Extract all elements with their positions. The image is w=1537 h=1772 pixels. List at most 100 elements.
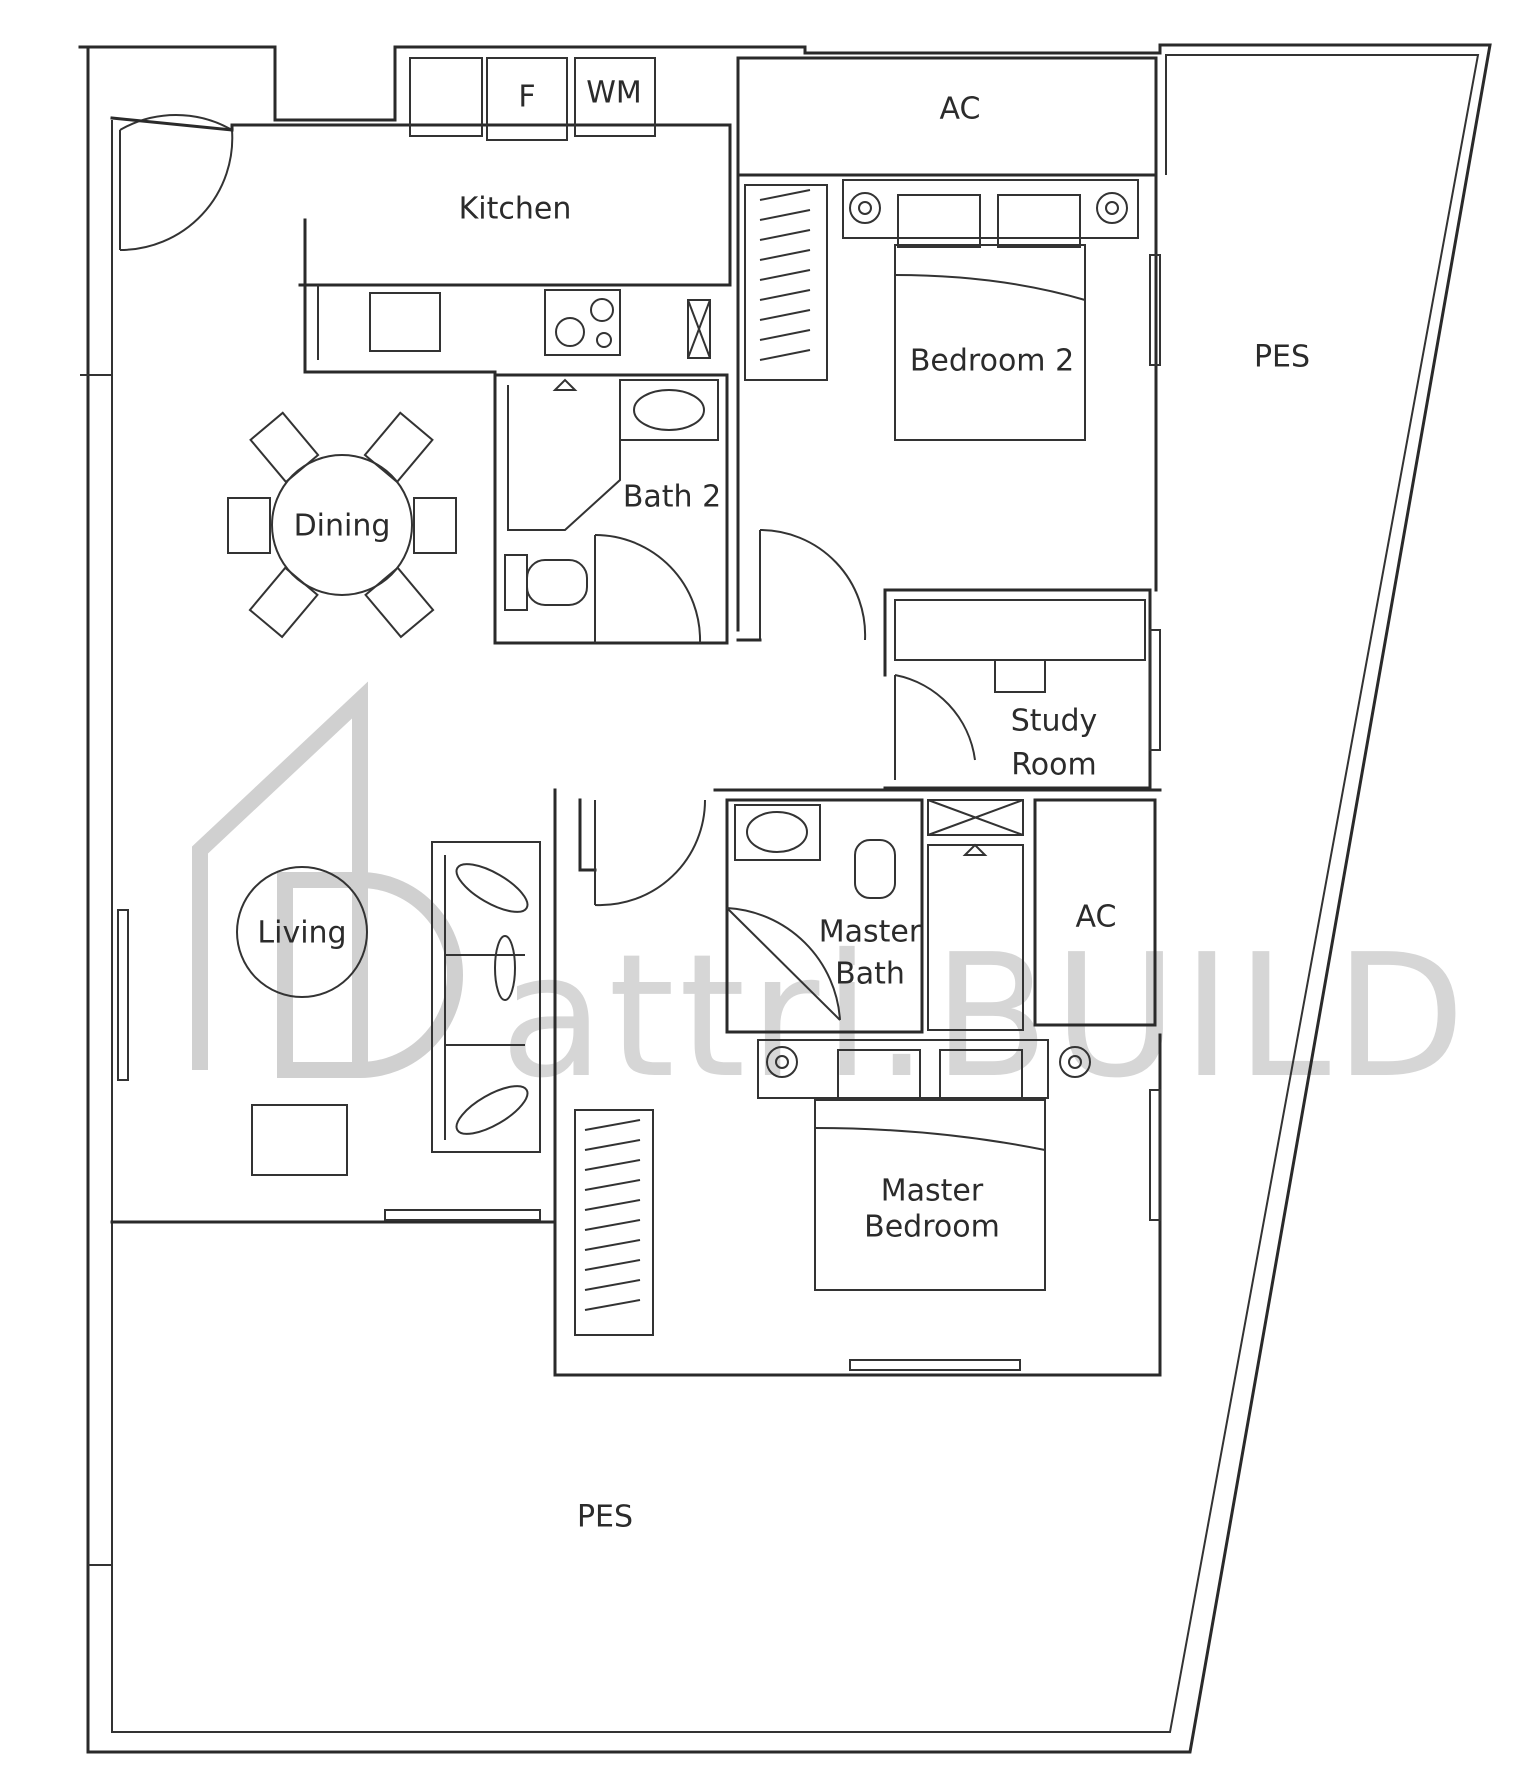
- bed-bedroom2: [894, 244, 1086, 441]
- wardrobe-master: [574, 1109, 654, 1336]
- entry-door-swing: [119, 113, 233, 131]
- kitchen-duct: [687, 299, 711, 359]
- master-basin: [734, 804, 821, 861]
- watermark-text: attri.BUILD: [500, 918, 1469, 1116]
- study-desk: [894, 599, 1146, 661]
- pillow-icon: [897, 194, 981, 248]
- basin-bowl: [633, 389, 705, 431]
- cushion-icon: [494, 935, 516, 1001]
- master-bath-label-line2: Bath: [835, 957, 905, 992]
- bedside-lamp-icon: [1059, 1046, 1091, 1078]
- duct-cross: [927, 799, 1024, 836]
- wc-cistern: [504, 554, 528, 611]
- bed-blanket-line: [894, 274, 1086, 301]
- bath2-walls: [493, 373, 729, 645]
- bedroom2-walls: [736, 173, 1158, 592]
- bed-blanket-line: [814, 1127, 1046, 1151]
- wardrobe-hangers: [759, 189, 811, 361]
- pes-right-label: PES: [1254, 340, 1310, 375]
- bed-headboard: [842, 179, 1139, 239]
- sofa: [431, 841, 541, 1153]
- pes-bottom: PES: [110, 1209, 633, 1535]
- dining-chair: [249, 411, 320, 484]
- shower-area: [507, 385, 621, 531]
- bedroom2-label: Bedroom 2: [910, 344, 1074, 379]
- bedside-lamp-icon: [1105, 201, 1119, 215]
- living-sliding-door: [384, 1209, 541, 1221]
- washing-machine-label: WM: [586, 76, 642, 111]
- bath-2: Bath 2: [493, 373, 729, 645]
- bedroom-2: Bedroom 2: [736, 173, 1158, 632]
- dining-table: [271, 454, 413, 596]
- master-bed-label-line1: Master: [881, 1174, 984, 1209]
- entry-wall: [110, 116, 234, 132]
- ac-mid-box: [1033, 798, 1157, 1027]
- master-bath-label-line1: Master: [819, 915, 922, 950]
- dining-chair: [248, 566, 319, 639]
- washing-machine-box: [574, 57, 656, 137]
- fridge-box: [486, 57, 568, 141]
- ac-ledge-top: AC: [736, 56, 1158, 177]
- wc-bowl: [526, 559, 588, 606]
- cushion-icon: [455, 863, 529, 913]
- dining-chair: [363, 411, 434, 484]
- burner-icon: [596, 332, 612, 348]
- master-bath-door-leaf: [726, 907, 841, 1021]
- bath2-label: Bath 2: [623, 480, 721, 515]
- ac-top-label: AC: [940, 92, 981, 127]
- living-label: Living: [257, 916, 346, 951]
- dining-chair: [413, 497, 457, 554]
- duct-cross: [687, 299, 711, 359]
- master-window: [849, 1359, 1021, 1371]
- pillow-icon: [997, 194, 1081, 248]
- bedside-lamp-icon: [766, 1046, 798, 1078]
- master-headboard: [757, 1039, 1049, 1099]
- bedside-lamp-icon: [1068, 1055, 1082, 1069]
- master-duct: [927, 799, 1024, 836]
- study-chair: [994, 659, 1046, 693]
- kitchen-area: F WM Kitchen: [230, 57, 732, 374]
- watermark-d-shape: [277, 872, 463, 1078]
- bedside-lamp-icon: [858, 201, 872, 215]
- cooktop: [544, 289, 621, 356]
- master-bath: Master Bath: [713, 788, 1162, 1034]
- entry-door: [110, 113, 234, 252]
- pes-bottom-label: PES: [577, 1500, 633, 1535]
- bedroom2-door-swing: [759, 528, 867, 641]
- kitchen-label: Kitchen: [459, 192, 572, 227]
- burner-icon: [590, 298, 614, 322]
- burner-icon: [555, 317, 585, 347]
- master-bed-label-line2: Bedroom: [864, 1210, 1000, 1245]
- master-door-swing: [594, 799, 707, 907]
- study-window: [1149, 629, 1161, 751]
- living-window: [117, 909, 129, 1081]
- wardrobe-hangers: [584, 1119, 641, 1311]
- bath2-door-swing: [594, 534, 702, 644]
- right-windows: [1149, 254, 1161, 1221]
- dining-label: Dining: [294, 509, 391, 544]
- master-wc: [854, 839, 896, 899]
- bedside-lamp-icon: [775, 1055, 789, 1069]
- outer-boundary: [78, 43, 1492, 1754]
- shower-head-icon: [962, 843, 988, 856]
- living-rug: [236, 866, 368, 998]
- outer-boundary-inner: [111, 54, 1480, 1733]
- dining-chair: [364, 566, 435, 639]
- bedside-lamp-icon: [1096, 192, 1128, 224]
- study-door-swing: [894, 674, 976, 761]
- bedroom2-door: [736, 528, 867, 642]
- outer-walls: [78, 43, 1492, 1754]
- dining-set: Dining: [227, 411, 457, 639]
- bath2-basin: [619, 379, 719, 441]
- study-label-line2: Room: [1011, 748, 1096, 783]
- ac-ledge-mid: AC: [1033, 798, 1157, 1027]
- master-bed: [814, 1099, 1046, 1291]
- watermark: attri.BUILD: [192, 681, 1469, 1116]
- shower-head-icon: [552, 378, 578, 391]
- master-bath-door-swing: [726, 907, 841, 1021]
- master-side-window: [1149, 1089, 1161, 1221]
- study-room: Study Room: [883, 588, 1152, 790]
- ac-mid-label: AC: [1076, 900, 1117, 935]
- living-area: Living: [117, 841, 541, 1176]
